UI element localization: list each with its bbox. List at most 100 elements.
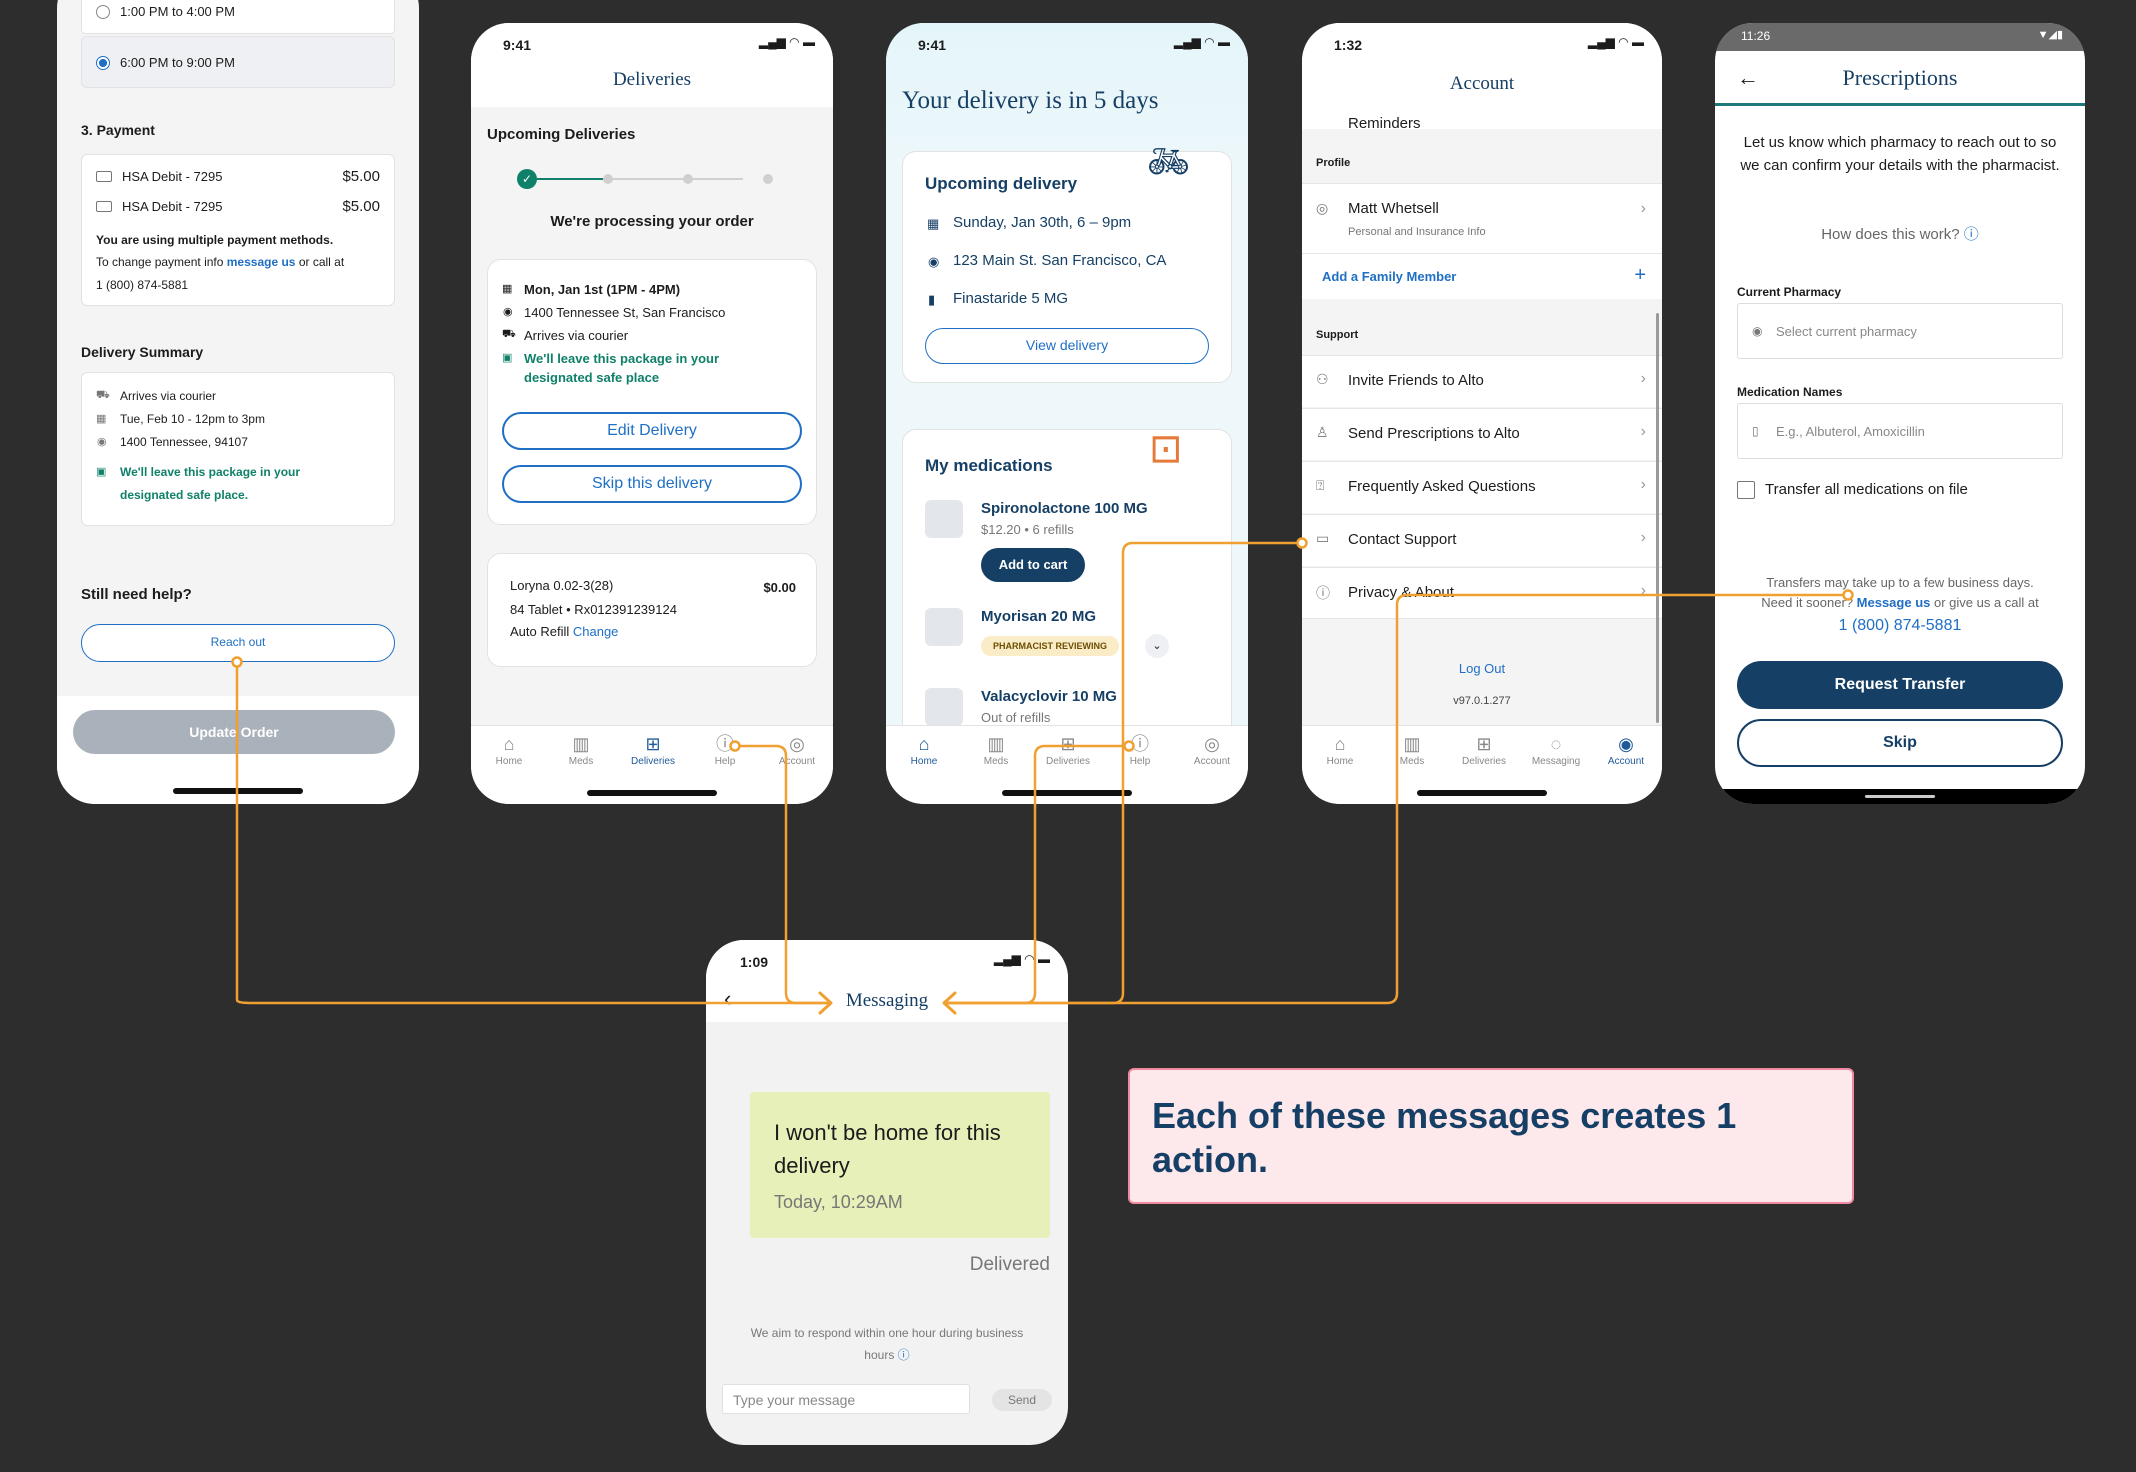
phone-link[interactable]: 1 (800) 874-5881	[1838, 617, 1962, 634]
chevron-down-icon[interactable]: ⌄	[1145, 634, 1169, 658]
reminders-row-partial[interactable]: Reminders	[1348, 115, 1421, 129]
log-out-link[interactable]: Log Out	[1458, 661, 1506, 676]
tab-account[interactable]: ◎Account	[1182, 734, 1242, 767]
tab-deliveries[interactable]: ⊞Deliveries	[1038, 734, 1098, 767]
status-icons: ▂▄▆ ◠ ▬	[1173, 35, 1230, 49]
upcoming-heading: Upcoming Deliveries	[487, 126, 636, 143]
calendar-icon: ▦	[502, 283, 513, 295]
transfer-checkbox[interactable]	[1737, 481, 1755, 499]
view-delivery-button[interactable]: View delivery	[925, 328, 1209, 364]
help-icon: ⓘ	[1131, 734, 1149, 754]
tab-account[interactable]: ◉Account	[1596, 734, 1656, 767]
tab-home[interactable]: ⌂Home	[894, 734, 954, 767]
home-indicator	[587, 790, 717, 796]
calendar-icon: ▦	[927, 216, 940, 231]
delivery-status: Delivered	[969, 1254, 1050, 1275]
time-option-2-selected[interactable]: 6:00 PM to 9:00 PM	[81, 36, 395, 88]
meds-icon: ▥	[572, 734, 590, 754]
pill-bottle-icon: ▯	[1752, 424, 1759, 438]
profile-row[interactable]: ◎ Matt Whetsell Personal and Insurance I…	[1302, 183, 1662, 253]
hero-title: Your delivery is in 5 days	[902, 87, 1159, 114]
tab-home[interactable]: ⌂Home	[479, 734, 539, 767]
status-time: 9:41	[918, 37, 947, 53]
info-icon: ⓘ	[1316, 585, 1330, 601]
skip-button[interactable]: Skip	[1737, 719, 2063, 767]
gift-icon: ⊞	[1060, 734, 1076, 754]
status-time: 11:26	[1741, 29, 1771, 43]
tab-meds[interactable]: ▥Meds	[1382, 734, 1442, 767]
support-row-faq[interactable]: ⍰Frequently Asked Questions›	[1302, 461, 1662, 513]
location-icon: ◉	[1752, 324, 1763, 338]
add-to-cart-button[interactable]: Add to cart	[981, 548, 1085, 582]
info-icon: ⓘ	[1963, 226, 1979, 243]
message-input[interactable]: Type your message	[722, 1384, 970, 1414]
callout-text: Each of these messages creates 1 action.	[1152, 1095, 1737, 1180]
tab-meds[interactable]: ▥Meds	[551, 734, 611, 767]
tab-home[interactable]: ⌂Home	[1310, 734, 1370, 767]
home-icon: ⌂	[1334, 734, 1346, 754]
time-option-1[interactable]: 1:00 PM to 4:00 PM	[81, 0, 395, 34]
change-link[interactable]: Change	[572, 624, 619, 639]
tab-deliveries[interactable]: ⊞Deliveries	[1454, 734, 1514, 767]
delivery-card: ▦ Mon, Jan 1st (1PM - 4PM) ◉ 1400 Tennes…	[487, 259, 817, 525]
tab-messaging[interactable]: ◌Messaging	[1526, 734, 1586, 767]
courier-icon: ⛟	[96, 389, 110, 401]
chat-bubble-icon: ◌	[1550, 734, 1562, 754]
page-title: Deliveries	[612, 69, 692, 90]
add-family-row[interactable]: Add a Family Member +	[1302, 253, 1662, 299]
gift-icon: ⊞	[1476, 734, 1492, 754]
home-indicator	[173, 788, 303, 794]
pill-image	[925, 500, 963, 538]
location-icon: ◉	[503, 306, 513, 318]
chevron-right-icon: ›	[1640, 370, 1646, 387]
chevron-right-icon: ›	[1640, 529, 1646, 546]
support-row-send[interactable]: ♙Send Prescriptions to Alto›	[1302, 408, 1662, 460]
request-transfer-button[interactable]: Request Transfer	[1737, 661, 2063, 709]
send-button[interactable]: Send	[992, 1389, 1052, 1411]
status-time: 1:09	[740, 954, 769, 970]
android-home-pill	[1865, 795, 1935, 798]
edit-delivery-button[interactable]: Edit Delivery	[502, 412, 802, 450]
chat-icon: ▭	[1316, 530, 1330, 546]
message-us-link[interactable]: message us	[226, 255, 296, 269]
page-title: Prescriptions	[1842, 65, 1958, 90]
message-us-link[interactable]: Message us	[1856, 595, 1931, 610]
update-order-button[interactable]: Update Order	[73, 710, 395, 754]
status-icons: ▼◢▮	[2037, 29, 2063, 41]
chevron-right-icon: ›	[1640, 200, 1646, 217]
medication-bottle-icon: ⊡	[1149, 427, 1183, 471]
radio-selected-icon	[96, 56, 110, 70]
account-icon: ◎	[789, 734, 805, 754]
tab-deliveries[interactable]: ⊞Deliveries	[623, 734, 683, 767]
support-row-invite[interactable]: ⚇Invite Friends to Alto›	[1302, 355, 1662, 407]
reach-out-button[interactable]: Reach out	[81, 624, 395, 662]
calendar-icon: ▦	[96, 413, 107, 425]
medication-input[interactable]: ▯ E.g., Albuterol, Amoxicillin	[1737, 403, 2063, 459]
support-row-contact[interactable]: ▭Contact Support›	[1302, 514, 1662, 566]
phone-order-summary: 1:00 PM to 4:00 PM 6:00 PM to 9:00 PM 3.…	[57, 0, 419, 804]
pill-image	[925, 608, 963, 646]
status-badge: PHARMACIST REVIEWING	[981, 636, 1120, 656]
status-icons: ▂▄▆ ◠ ▬	[758, 35, 815, 49]
phone-deliveries: 9:41 ▂▄▆ ◠ ▬ Deliveries Upcoming Deliver…	[471, 23, 833, 804]
status-icons: ▂▄▆ ◠ ▬	[993, 952, 1050, 966]
help-icon: ⓘ	[716, 734, 734, 754]
skip-delivery-button[interactable]: Skip this delivery	[502, 465, 802, 503]
status-time: 1:32	[1334, 37, 1363, 53]
phone-account: 1:32 ▂▄▆ ◠ ▬ Account Reminders Profile ◎…	[1302, 23, 1662, 804]
tab-meds[interactable]: ▥Meds	[966, 734, 1026, 767]
check-icon: ✓	[517, 169, 537, 189]
scrollbar[interactable]	[1656, 313, 1659, 723]
plus-icon: +	[1634, 264, 1646, 286]
phone-home: 9:41 ▂▄▆ ◠ ▬ Your delivery is in 5 days …	[886, 23, 1248, 804]
chevron-right-icon: ›	[1640, 476, 1646, 493]
tab-account[interactable]: ◎Account	[767, 734, 827, 767]
people-icon: ⚇	[1316, 371, 1329, 387]
pill-image	[925, 688, 963, 726]
back-arrow-icon[interactable]: ←	[1737, 65, 1759, 90]
pharmacy-input[interactable]: ◉ Select current pharmacy	[1737, 303, 2063, 359]
how-link[interactable]: How does this work?	[1821, 226, 1960, 243]
